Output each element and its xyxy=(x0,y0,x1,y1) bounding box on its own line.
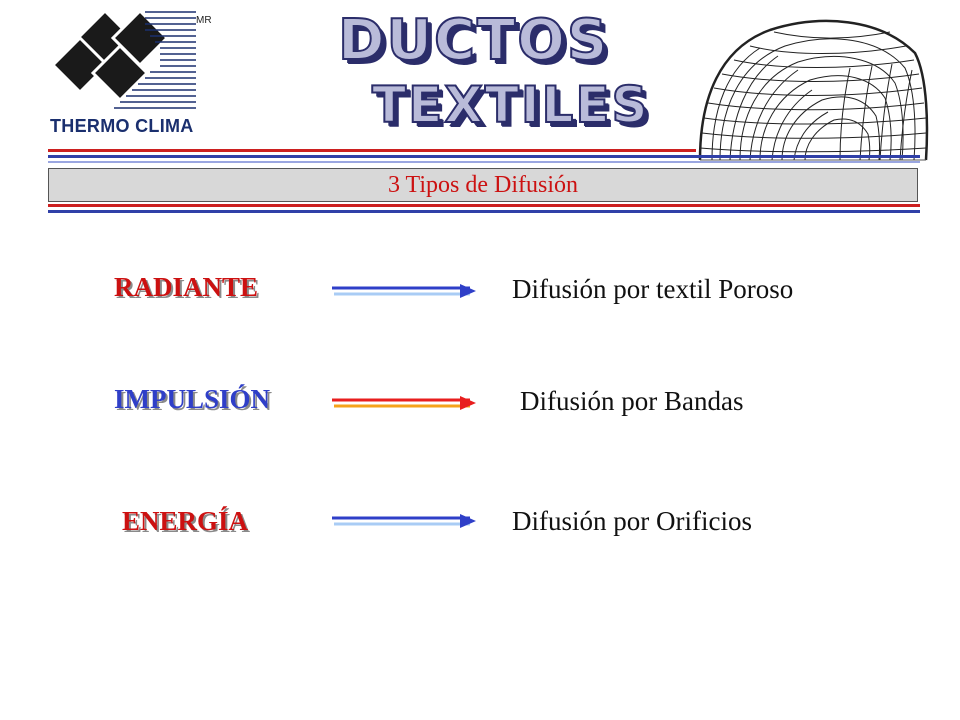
header-stripe-light xyxy=(48,161,920,163)
impulsion-label: IMPULSIÓN xyxy=(114,384,271,414)
impulsion-description: Difusión por Bandas xyxy=(520,386,744,416)
duct-wireframe-illustration xyxy=(698,19,929,161)
thermo-clima-logo-mark xyxy=(50,8,196,109)
title-line-2: TEXTILES xyxy=(371,75,650,135)
energia-arrow xyxy=(332,514,476,528)
impulsion-arrow xyxy=(332,396,476,410)
subtitle-stripe-blue xyxy=(48,210,920,213)
logo-brand-name: THERMO CLIMA xyxy=(50,116,194,136)
header-stripe-blue xyxy=(48,155,920,158)
subtitle-text: 3 Tipos de Difusión xyxy=(387,171,579,198)
logo-diamond-left xyxy=(50,35,110,95)
subtitle-stripe-red xyxy=(48,204,920,207)
radiante-label: RADIANTE xyxy=(114,272,259,302)
registered-mark: MR xyxy=(196,15,212,26)
radiante-description: Difusión por textil Poroso xyxy=(512,274,794,304)
title-line-1: DUCTOS xyxy=(337,7,610,74)
energia-description: Difusión por Orificios xyxy=(512,506,752,536)
energia-label: ENERGÍA xyxy=(122,506,249,536)
radiante-arrow xyxy=(332,284,476,298)
subtitle-bar: 3 Tipos de Difusión xyxy=(48,168,918,202)
logo-diamond-bottom xyxy=(90,43,150,103)
header-stripe-red xyxy=(48,149,696,152)
